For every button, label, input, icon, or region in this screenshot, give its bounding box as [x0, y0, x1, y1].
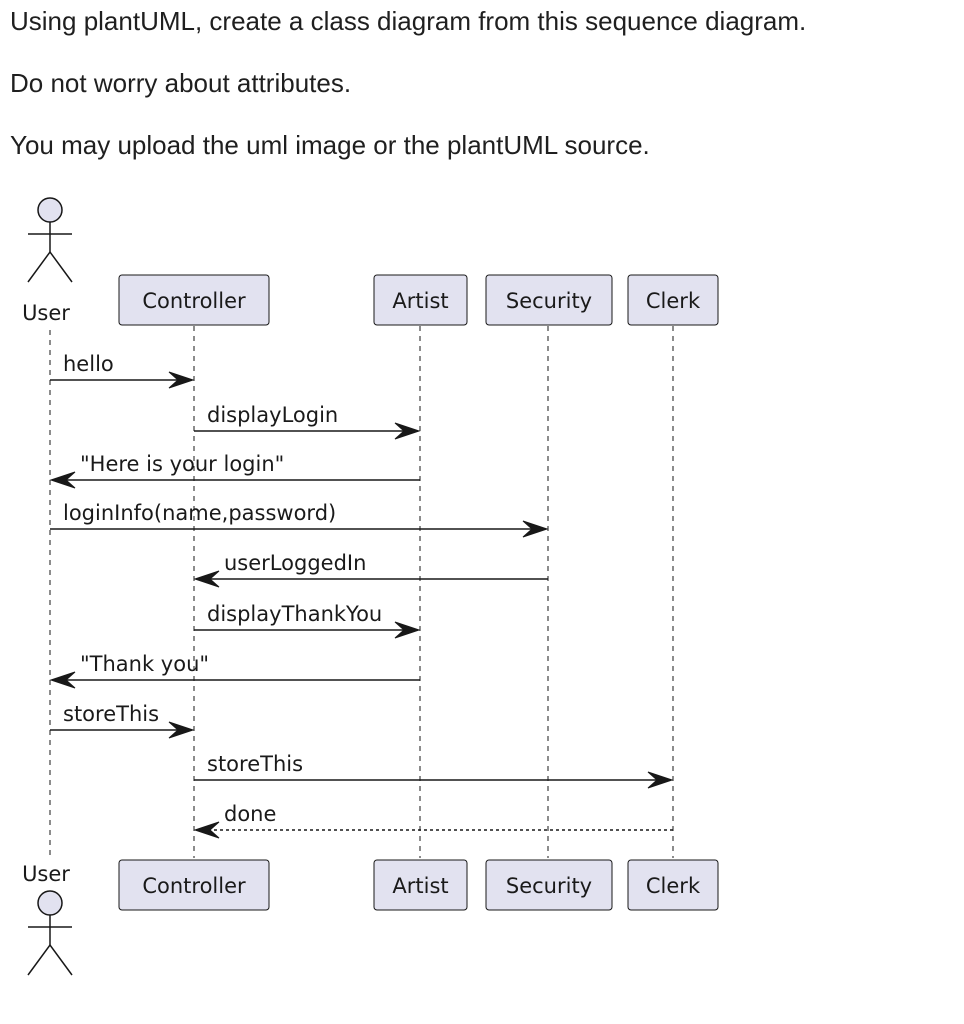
actor-legs-top	[27, 250, 73, 283]
participant-label-artist-top: Artist	[392, 289, 448, 313]
message-label-displaythankyou-6: displayThankYou	[207, 602, 382, 626]
participant-label-clerk-top: Clerk	[646, 289, 701, 313]
participant-label-artist-bottom: Artist	[392, 874, 448, 898]
arrowhead-3	[49, 471, 76, 489]
message-label-hello-1: hello	[63, 352, 114, 376]
participant-label-user-bottom: User	[22, 862, 70, 886]
actor-user-icon-top	[37, 197, 63, 223]
participant-box-controller-bottom	[118, 859, 270, 911]
prompt-line-2: Do not worry about attributes.	[10, 68, 352, 98]
arrowhead-2	[394, 422, 421, 440]
prompt-line-1: Using plantUML, create a class diagram f…	[10, 6, 807, 36]
message-label-storethis-9: storeThis	[207, 752, 303, 776]
participant-box-security-bottom	[485, 859, 613, 911]
participant-box-artist-top	[373, 274, 468, 326]
participant-label-controller-top: Controller	[142, 289, 246, 313]
arrowhead-10	[193, 821, 220, 839]
participant-label-controller-bottom: Controller	[142, 874, 246, 898]
arrowhead-7	[49, 671, 76, 689]
message-label-thank-you-7: "Thank you"	[80, 652, 209, 676]
participant-box-security-top	[485, 274, 613, 326]
participant-box-artist-bottom	[373, 859, 468, 911]
message-label-userloggedin-5: userLoggedIn	[224, 551, 366, 575]
arrowhead-5	[193, 570, 220, 588]
participant-label-security-bottom: Security	[506, 874, 592, 898]
participant-box-clerk-bottom	[627, 859, 719, 911]
message-label-done-10: done	[224, 802, 276, 826]
participant-box-clerk-top	[627, 274, 719, 326]
message-label-storethis-8: storeThis	[63, 702, 159, 726]
arrowhead-8	[168, 721, 195, 739]
participant-label-user-top: User	[22, 301, 70, 325]
arrowhead-1	[168, 371, 195, 389]
message-label-displaylogin-2: displayLogin	[207, 403, 338, 427]
arrowhead-9	[647, 771, 674, 789]
prompt-line-3: You may upload the uml image or the plan…	[10, 130, 650, 160]
actor-user-icon-bottom	[37, 890, 63, 916]
message-label-here-is-your-login-3: "Here is your login"	[80, 452, 284, 476]
arrowhead-4	[522, 520, 549, 538]
participant-box-controller-top	[118, 274, 270, 326]
actor-legs-bottom	[27, 943, 73, 976]
message-label-logininfo-name-password-4: loginInfo(name,password)	[63, 501, 336, 525]
arrowhead-6	[394, 621, 421, 639]
participant-label-security-top: Security	[506, 289, 592, 313]
participant-label-clerk-bottom: Clerk	[646, 874, 701, 898]
